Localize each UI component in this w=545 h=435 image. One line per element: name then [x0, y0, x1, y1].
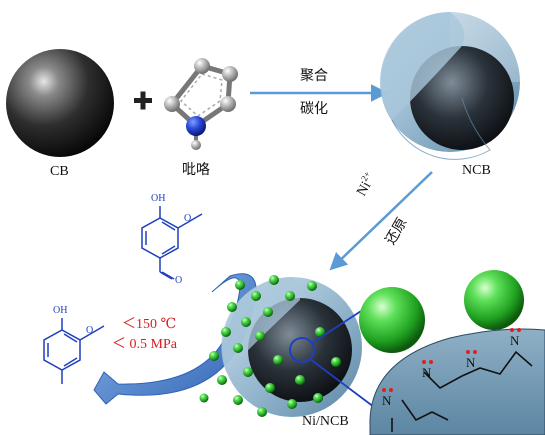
n-lone-pair-dots	[382, 328, 521, 392]
product-oh: OH	[53, 305, 68, 316]
cb-sphere	[6, 49, 114, 157]
ni-ncb-label: Ni/NCB	[302, 414, 349, 429]
product-molecule	[43, 318, 105, 384]
ni-nanoparticles	[199, 275, 341, 417]
nitrogen-label-4: N	[382, 393, 392, 408]
ni-particle-large-1	[359, 287, 425, 353]
product-o-methoxy: O	[86, 325, 94, 336]
pyrrole-label: 吡咯	[182, 163, 210, 178]
zoom-indicator	[289, 337, 315, 363]
step1-label-line1: 聚合	[300, 69, 328, 84]
cb-label: CB	[50, 164, 69, 179]
nitrogen-label-2: N	[466, 355, 476, 370]
carbon-support-surface	[369, 328, 545, 435]
nitrogen-label-1: N	[422, 365, 432, 380]
temperature-condition: ＜150 ℃	[122, 317, 177, 332]
vanillin-o-aldehyde: O	[175, 275, 183, 286]
vanillin-oh: OH	[151, 193, 166, 204]
pyrrole-molecule	[164, 58, 238, 150]
pressure-condition: ＜ 0.5 MPa	[112, 337, 177, 352]
nitrogen-label-3: N	[510, 333, 520, 348]
ni-particle-large-2	[464, 270, 524, 330]
vanillin-o-methoxy: O	[184, 213, 192, 224]
pyrrole-nitrogen-atom	[186, 116, 206, 136]
arrow-reduce	[329, 171, 433, 271]
ncb-label: NCB	[462, 163, 491, 178]
ni-ncb-sphere	[221, 276, 362, 417]
ncb-sphere	[380, 12, 520, 160]
plus-sign	[134, 91, 152, 110]
step1-label-line2: 碳化	[300, 102, 328, 117]
n-doped-lattice	[391, 350, 533, 432]
vanillin-molecule	[141, 206, 203, 280]
